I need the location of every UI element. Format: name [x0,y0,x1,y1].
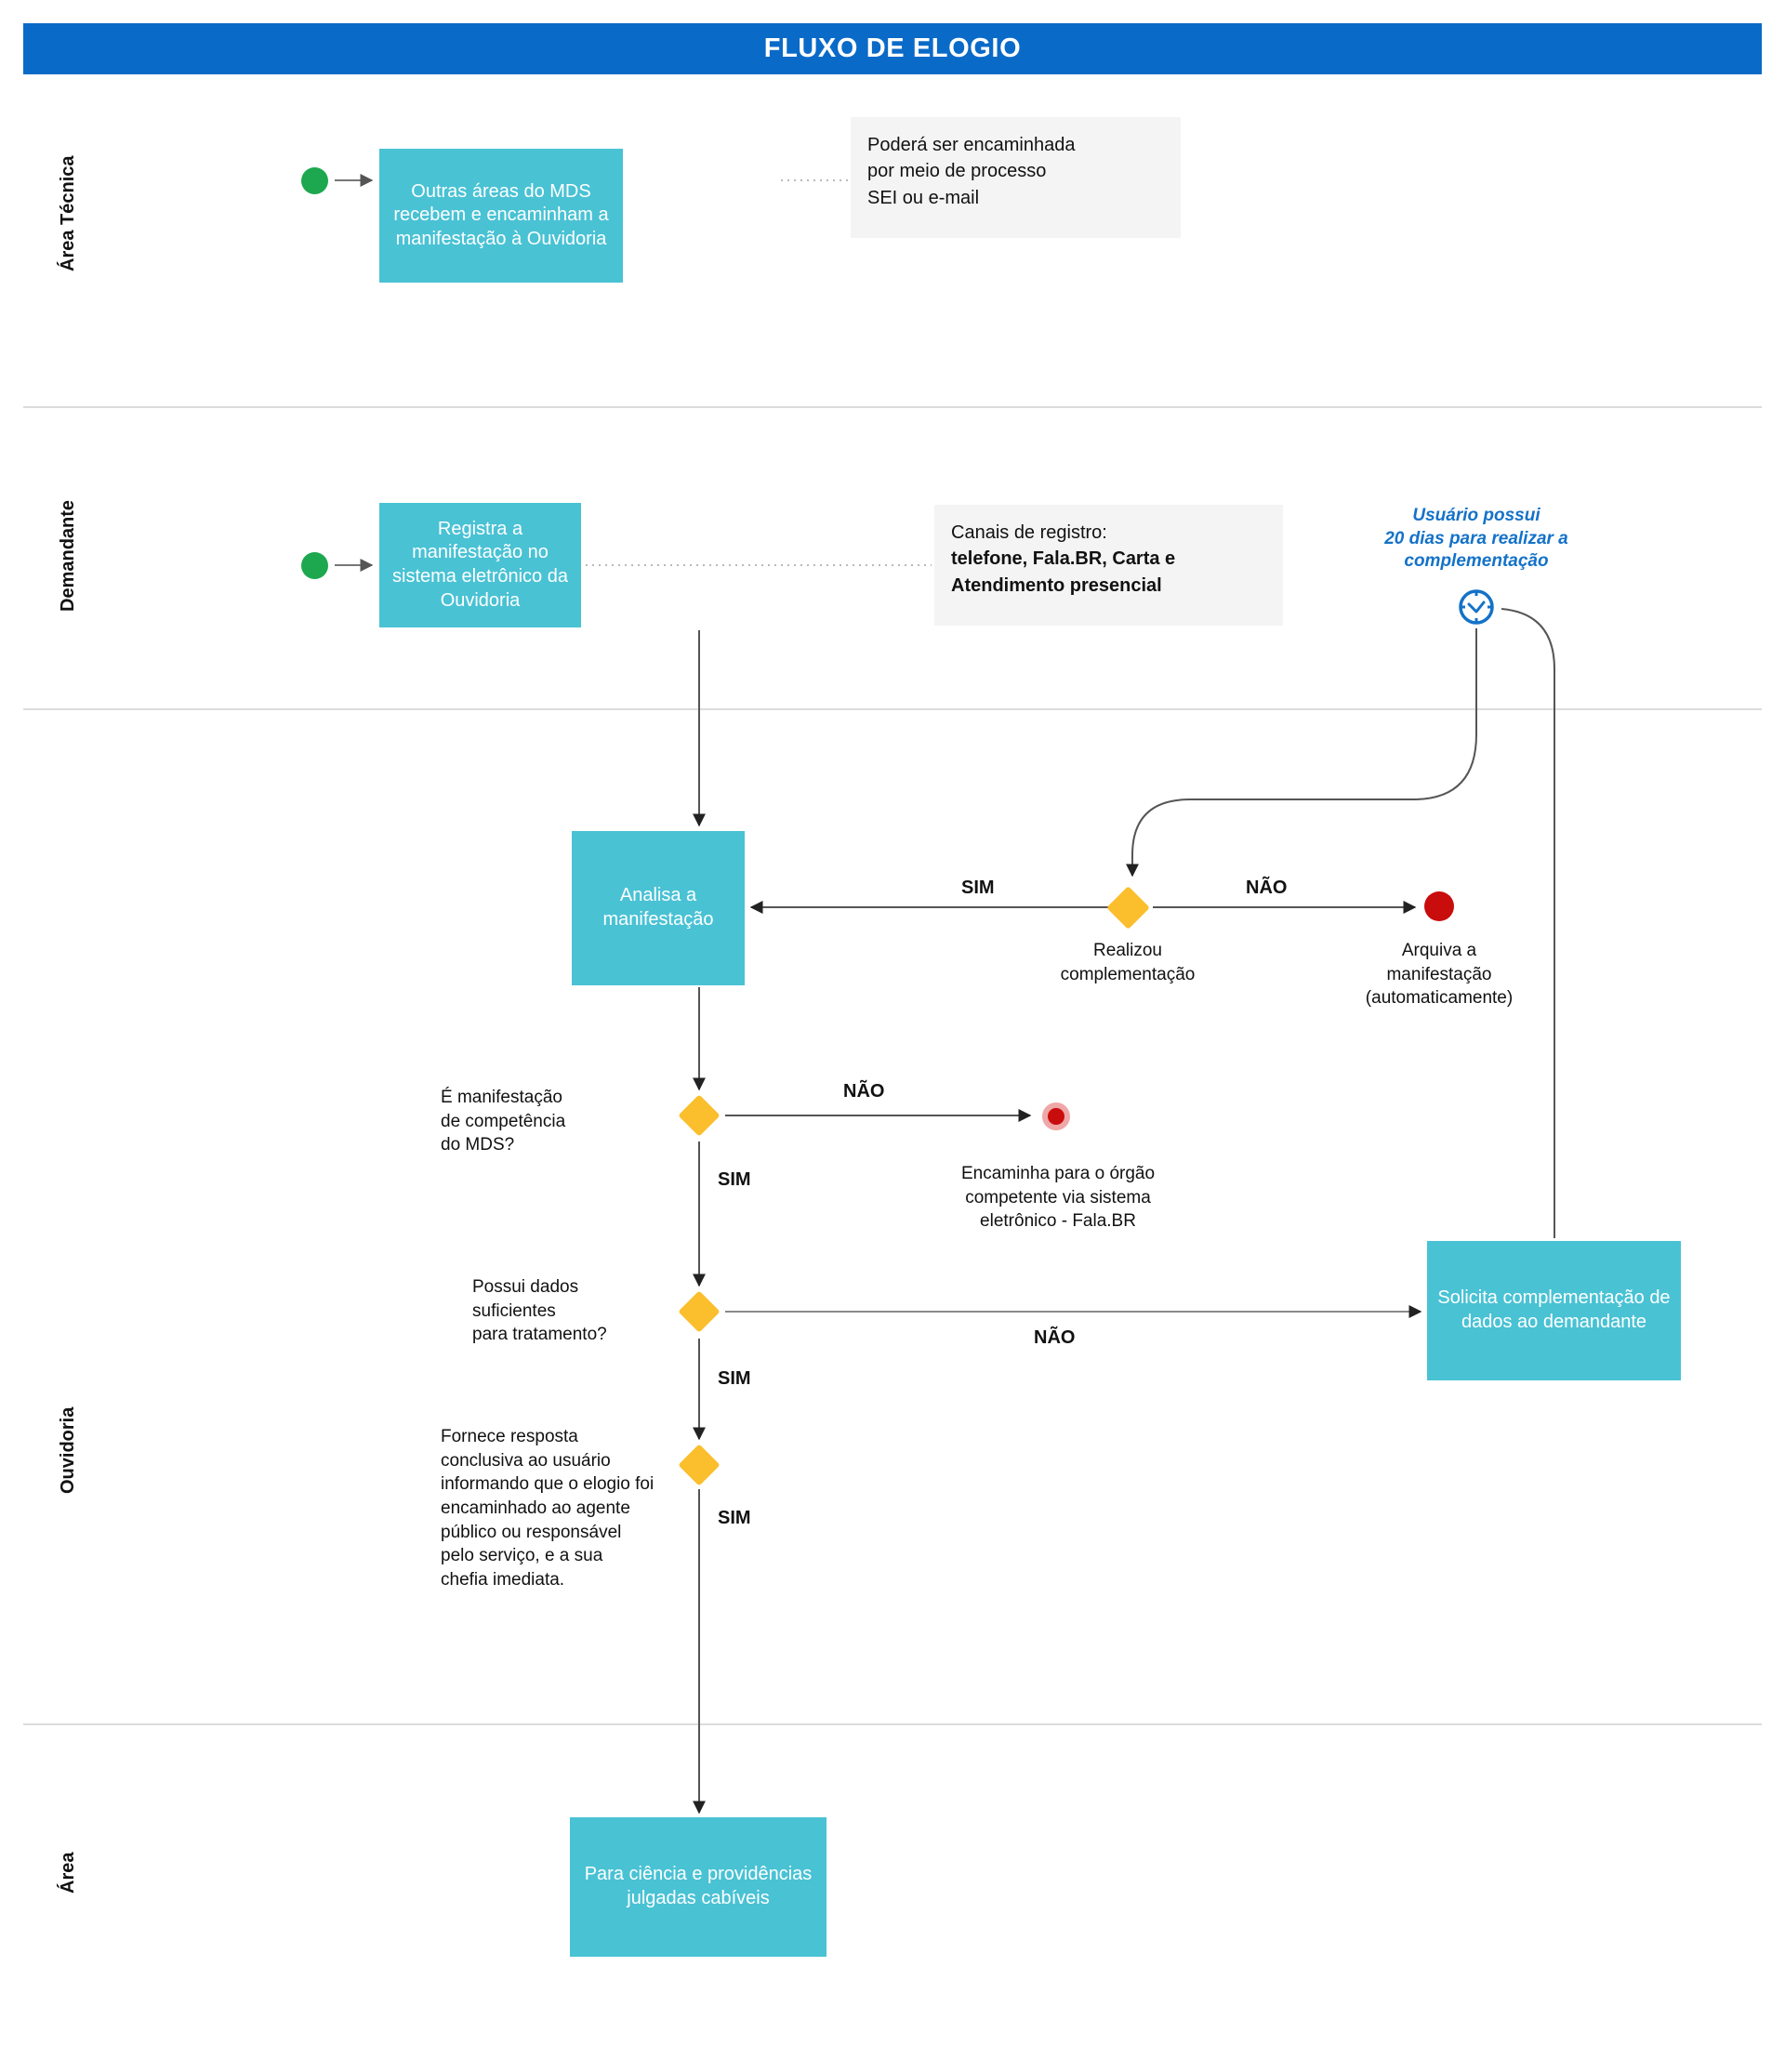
wire-solicita-to-clock [1501,608,1555,1238]
edge-label-sim-complementacao: SIM [961,878,995,898]
decision-resposta-label: Fornece resposta conclusiva ao usuário i… [441,1425,654,1591]
decision-complementacao-line1: Realizou [1093,941,1162,960]
encaminha-line2: competente via sistema [965,1187,1151,1208]
arquiva-line1: Arquiva a [1401,941,1477,960]
decision-competencia-label: É manifestação de competência do MDS? [441,1086,654,1157]
wire-clock-to-complementacao [1126,628,1477,878]
edge-label-nao-dados: NÃO [1034,1327,1076,1348]
note-sei-line3: SEI ou e-mail [867,187,980,208]
process-solicita-label: Solicita complementação de dados ao dema… [1437,1287,1671,1332]
process-outras-areas[interactable]: Outras áreas do MDS recebem e encaminham… [379,149,623,283]
process-registra-label: Registra a manifestação no sistema eletr… [392,518,568,611]
lane-label-area-tecnica: Área Técnica [58,155,78,272]
annotation-prazo: Usuário possui 20 dias para realizar a c… [1346,505,1606,574]
clock-icon [1456,587,1497,627]
competencia-line3: do MDS? [441,1135,515,1155]
page-title: FLUXO DE ELOGIO [763,33,1022,63]
annotation-prazo-line1: Usuário possui [1412,506,1540,525]
annotation-prazo-line3: complementação [1404,551,1549,572]
process-para-ciencia-label: Para ciência e providências julgadas cab… [584,1864,813,1908]
edge-label-sim-competencia: SIM [718,1169,751,1190]
decision-complementacao-line2: complementação [1060,964,1196,984]
annotation-prazo-line2: 20 dias para realizar a [1384,528,1568,548]
arquiva-line2: manifestação [1386,964,1492,984]
lane-label-area: Área [58,1852,78,1894]
lane-divider-1 [23,406,1762,408]
lane-divider-3 [23,1723,1762,1725]
dados-line1: Possui dados [472,1277,579,1297]
competencia-line1: É manifestação [441,1088,562,1107]
note-sei: Poderá ser encaminhada por meio de proce… [851,117,1181,238]
dados-line3: para tratamento? [472,1325,607,1345]
resposta-text: Fornece resposta conclusiva ao usuário i… [441,1427,654,1590]
note-canais-channels: telefone, Fala.BR, Carta e Atendimento p… [951,548,1176,596]
encaminha-line1: Encaminha para o órgão [960,1164,1156,1183]
start-node-area-tecnica[interactable] [301,167,328,194]
process-registra[interactable]: Registra a manifestação no sistema eletr… [379,503,581,627]
dados-line2: suficientes [472,1300,556,1321]
lane-label-demandante: Demandante [58,499,78,612]
edge-label-nao-complementacao: NÃO [1246,878,1288,898]
decision-complementacao-label: Realizou complementação [1012,939,1244,986]
edge-label-nao-competencia: NÃO [843,1081,885,1102]
decision-dados[interactable] [678,1290,721,1333]
start-node-demandante[interactable] [301,552,328,579]
process-analisa-label: Analisa a manifestação [602,885,714,930]
note-sei-line2: por meio de processo [867,161,1047,182]
competencia-line2: de competência [441,1111,566,1131]
decision-dados-label: Possui dados suficientes para tratamento… [472,1275,672,1347]
note-canais: Canais de registro: telefone, Fala.BR, C… [934,505,1283,626]
encaminha-line3: eletrônico - Fala.BR [980,1211,1136,1232]
note-canais-title: Canais de registro: [951,522,1107,543]
process-analisa[interactable]: Analisa a manifestação [572,831,745,985]
arquiva-line3: (automaticamente) [1365,988,1514,1009]
end-node-arquiva-label: Arquiva a manifestação (automaticamente) [1318,939,1560,1010]
decision-competencia[interactable] [678,1094,721,1137]
end-node-encaminha-orgao[interactable] [1048,1108,1064,1125]
note-sei-line1: Poderá ser encaminhada [867,135,1076,155]
header-bar: FLUXO DE ELOGIO [23,23,1762,74]
end-node-arquiva[interactable] [1424,891,1454,921]
edge-label-sim-dados: SIM [718,1368,751,1389]
decision-resposta[interactable] [678,1444,721,1486]
lane-divider-2 [23,708,1762,710]
process-outras-areas-label: Outras áreas do MDS recebem e encaminham… [393,180,609,249]
process-solicita[interactable]: Solicita complementação de dados ao dema… [1427,1241,1681,1380]
end-node-encaminha-label: Encaminha para o órgão competente via si… [909,1162,1207,1234]
lane-label-ouvidoria: Ouvidoria [58,1406,78,1494]
process-para-ciencia[interactable]: Para ciência e providências julgadas cab… [570,1817,826,1957]
edge-label-sim-resposta: SIM [718,1508,751,1528]
decision-complementacao[interactable] [1106,886,1150,930]
